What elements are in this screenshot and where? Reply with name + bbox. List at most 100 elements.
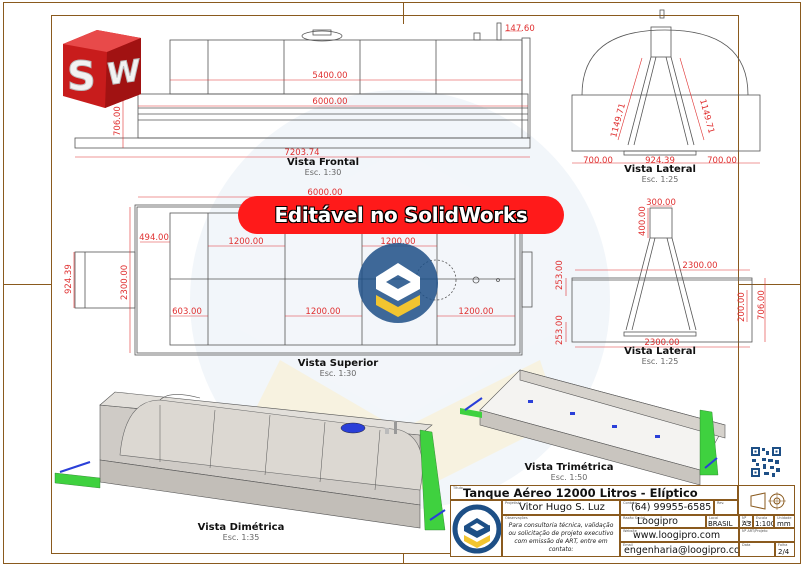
dim-frontal-5400: 5400.00 bbox=[312, 71, 347, 81]
rev-cell: Rev. bbox=[714, 500, 738, 515]
unit-label: Unidade bbox=[777, 516, 792, 520]
brand-logo-cell bbox=[450, 500, 502, 557]
phone-number[interactable]: (64) 99955-6585 bbox=[631, 502, 712, 513]
rev-label: Rev. bbox=[717, 501, 725, 505]
loogipro-center-logo bbox=[358, 243, 438, 323]
vista-frontal-geometry bbox=[74, 22, 531, 149]
dim-frontal-706: 706.00 bbox=[113, 106, 123, 136]
vista-lateral-bottom-geometry bbox=[571, 207, 753, 343]
sheet-outer-border bbox=[3, 2, 801, 564]
page-cell: Folha 2/4 bbox=[775, 542, 795, 557]
dim-superior-1200-a: 1200.00 bbox=[228, 237, 263, 247]
dim-lateral-leg-right: 1149.71 bbox=[697, 98, 716, 135]
website-cell: Website www.loogipro.com bbox=[620, 528, 739, 542]
view-title-lateral-top: Vista Lateral bbox=[624, 164, 696, 175]
dim-lateral2-400: 400.00 bbox=[638, 206, 648, 236]
dim-superior-1200-c: 1200.00 bbox=[305, 307, 340, 317]
dim-superior-6000: 6000.00 bbox=[307, 188, 342, 198]
drawing-title: Tanque Aéreo 12000 Litros - Elíptico bbox=[463, 486, 698, 500]
notes-cell: Observações Para consultoria técnica, va… bbox=[502, 515, 620, 557]
solidworks-logo: S W bbox=[63, 30, 141, 108]
website-link[interactable]: www.loogipro.com bbox=[633, 530, 721, 541]
dim-lateral2-2300-top: 2300.00 bbox=[682, 261, 717, 271]
sheet-size-value: A3 bbox=[742, 520, 752, 528]
email-label: Email bbox=[623, 543, 633, 547]
dim-lateral-700-right: 700.00 bbox=[707, 156, 737, 166]
email-link[interactable]: engenharia@loogipro.com bbox=[624, 545, 739, 556]
dim-superior-924: 924.39 bbox=[64, 264, 74, 294]
dim-lateral-leg-left: 1149.71 bbox=[609, 102, 628, 139]
dim-lateral2-253-top: 253.00 bbox=[555, 260, 565, 290]
page-value: 2/4 bbox=[778, 548, 790, 556]
sheet-inner-border bbox=[51, 15, 739, 554]
dim-superior-603: 603.00 bbox=[172, 307, 202, 317]
date-cell: Data bbox=[739, 542, 775, 557]
notes-text: Para consultoria técnica, validação ou s… bbox=[508, 522, 614, 553]
view-title-lateral-bottom: Vista Lateral bbox=[624, 346, 696, 357]
qr-code bbox=[750, 446, 782, 478]
company-name: Loogipro bbox=[637, 516, 678, 527]
dim-lateral-924: 924.39 bbox=[645, 156, 675, 166]
view-title-frontal: Vista Frontal bbox=[286, 157, 360, 168]
view-scale-frontal: Esc. 1:30 bbox=[304, 168, 342, 177]
zone-tick-left bbox=[3, 284, 51, 285]
author-name: Vitor Hugo S. Luz bbox=[519, 502, 605, 513]
projection-symbol-cell bbox=[738, 485, 795, 515]
view-title-trimetrica: Vista Trimétrica bbox=[524, 462, 614, 473]
country-value: BRASIL bbox=[708, 520, 733, 528]
notes-label: Observações bbox=[505, 516, 528, 520]
author-cell: Projetista Vitor Hugo S. Luz bbox=[502, 500, 620, 515]
company-cell: Razão Social Loogipro bbox=[620, 515, 706, 528]
website-label: Website bbox=[623, 529, 637, 533]
title-block: Título Tanque Aéreo 12000 Litros - Elípt… bbox=[450, 485, 795, 557]
zone-tick-bottom bbox=[403, 554, 404, 564]
loogipro-logo bbox=[452, 504, 501, 554]
dim-lateral2-253-bottom: 253.00 bbox=[555, 315, 565, 345]
vista-lateral-top-geometry bbox=[571, 9, 761, 156]
phone-label: Contato bbox=[623, 501, 637, 505]
dim-lateral2-300: 300.00 bbox=[646, 198, 676, 208]
page-label: Folha bbox=[778, 543, 788, 547]
sheet-size-cell: Nº Folha A3 bbox=[739, 515, 753, 528]
zone-tick-right bbox=[739, 284, 801, 285]
dim-superior-494: 494.00 bbox=[139, 233, 169, 243]
vista-dimetrica-model bbox=[54, 391, 446, 531]
unit-value: mm bbox=[777, 520, 791, 528]
view-scale-lateral-top: Esc. 1:25 bbox=[641, 175, 679, 184]
art-cell: Nº ART/Projeto bbox=[739, 528, 795, 542]
view-scale-superior: Esc. 1:30 bbox=[319, 369, 357, 378]
view-title-dimetrica: Vista Dimétrica bbox=[197, 522, 285, 533]
scale-label: Escala bbox=[756, 516, 768, 520]
dim-lateral2-2300-bottom: 2300.00 bbox=[644, 338, 679, 348]
dim-superior-1200-b: 1200.00 bbox=[380, 237, 415, 247]
first-angle-projection-icon bbox=[750, 492, 786, 510]
email-cell: Email engenharia@loogipro.com bbox=[620, 542, 739, 557]
phone-cell: Contato (64) 99955-6585 bbox=[620, 500, 714, 515]
dim-frontal-147: 147.60 bbox=[505, 24, 535, 34]
dim-frontal-6000: 6000.00 bbox=[312, 97, 347, 107]
unit-cell: Unidade mm bbox=[774, 515, 795, 528]
dim-lateral2-706: 706.00 bbox=[757, 290, 767, 320]
view-scale-dimetrica: Esc. 1:35 bbox=[222, 533, 260, 542]
scale-cell: Escala 1:100 bbox=[753, 515, 774, 528]
country-cell: Local BRASIL bbox=[706, 515, 739, 528]
dim-lateral-700-left: 700.00 bbox=[583, 156, 613, 166]
title-label: Título bbox=[453, 486, 463, 490]
vista-superior-geometry bbox=[74, 204, 533, 356]
sheet-size-label: Nº Folha bbox=[742, 516, 752, 524]
svg-text:W: W bbox=[107, 53, 140, 92]
svg-text:S: S bbox=[67, 54, 96, 100]
zone-tick-top bbox=[403, 2, 404, 24]
dim-lateral2-200: 200.00 bbox=[737, 292, 747, 322]
dim-superior-1200-d: 1200.00 bbox=[458, 307, 493, 317]
editable-banner: Editável no SolidWorks bbox=[238, 196, 564, 234]
view-scale-trimetrica: Esc. 1:50 bbox=[550, 473, 588, 482]
scale-value: 1:100 bbox=[755, 520, 774, 528]
art-label: Nº ART/Projeto bbox=[742, 529, 768, 533]
date-label: Data bbox=[742, 543, 751, 547]
view-title-superior: Vista Superior bbox=[297, 358, 379, 369]
company-label: Razão Social bbox=[623, 516, 646, 520]
dim-frontal-7203: 7203.74 bbox=[284, 148, 319, 158]
